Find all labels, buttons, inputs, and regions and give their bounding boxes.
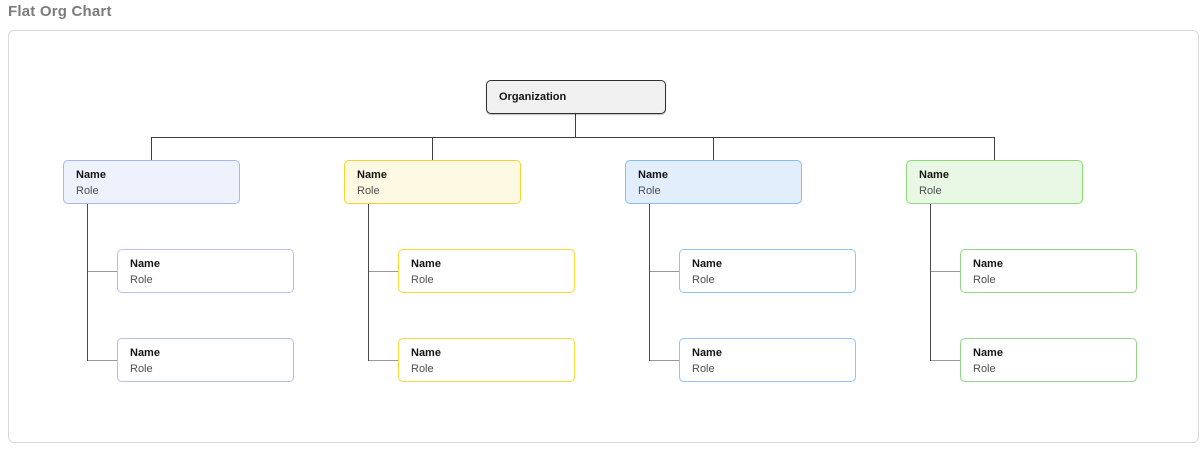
child-stub-line [369,271,399,272]
node-name: Name [76,169,106,181]
child-node[interactable]: Name Role [398,338,575,382]
child-stub-line [650,271,680,272]
child-node[interactable]: Name Role [679,338,856,382]
branch-green: Name Role Name Role Name Role [906,31,1137,442]
parent-node[interactable]: Name Role [63,160,240,204]
child-stub-line [88,271,118,272]
parent-node[interactable]: Name Role [344,160,521,204]
child-node[interactable]: Name Role [960,338,1137,382]
trunk-stub-line [432,137,433,160]
node-role: Role [692,274,715,286]
node-name: Name [692,258,722,270]
branch-indigo: Name Role Name Role Name Role [63,31,294,442]
node-name: Name [638,169,668,181]
trunk-stub-line [713,137,714,160]
node-name: Name [357,169,387,181]
child-node[interactable]: Name Role [117,338,294,382]
node-name: Name [973,347,1003,359]
trunk-stub-line [151,137,152,160]
branch-drop-line [87,204,88,361]
node-role: Role [130,274,153,286]
child-stub-line [369,360,399,361]
node-role: Role [130,363,153,375]
child-node[interactable]: Name Role [398,249,575,293]
branch-yellow: Name Role Name Role Name Role [344,31,575,442]
node-name: Name [919,169,949,181]
child-stub-line [88,360,118,361]
child-stub-line [931,360,961,361]
child-stub-line [650,360,680,361]
organization-root-node[interactable]: Organization [486,80,666,114]
branch-drop-line [649,204,650,361]
node-role: Role [692,363,715,375]
node-role: Role [411,274,434,286]
node-name: Name [692,347,722,359]
child-stub-line [931,271,961,272]
node-role: Role [411,363,434,375]
org-chart-canvas: Organization Name Role Name Role Name Ro… [8,30,1199,443]
node-role: Role [638,185,661,197]
child-node[interactable]: Name Role [117,249,294,293]
child-node[interactable]: Name Role [679,249,856,293]
branch-drop-line [368,204,369,361]
node-role: Role [357,185,380,197]
parent-node[interactable]: Name Role [625,160,802,204]
branch-drop-line [930,204,931,361]
child-node[interactable]: Name Role [960,249,1137,293]
node-name: Name [411,347,441,359]
node-name: Name [973,258,1003,270]
node-role: Role [76,185,99,197]
trunk-horizontal-line [151,137,995,138]
node-name: Name [411,258,441,270]
parent-node[interactable]: Name Role [906,160,1083,204]
branch-blue: Name Role Name Role Name Role [625,31,856,442]
node-name: Name [130,347,160,359]
node-role: Role [973,363,996,375]
node-role: Role [973,274,996,286]
organization-label: Organization [499,91,567,103]
root-connector-line [575,114,576,137]
trunk-stub-line [994,137,995,160]
node-name: Name [130,258,160,270]
node-role: Role [919,185,942,197]
page-title: Flat Org Chart [8,3,112,20]
